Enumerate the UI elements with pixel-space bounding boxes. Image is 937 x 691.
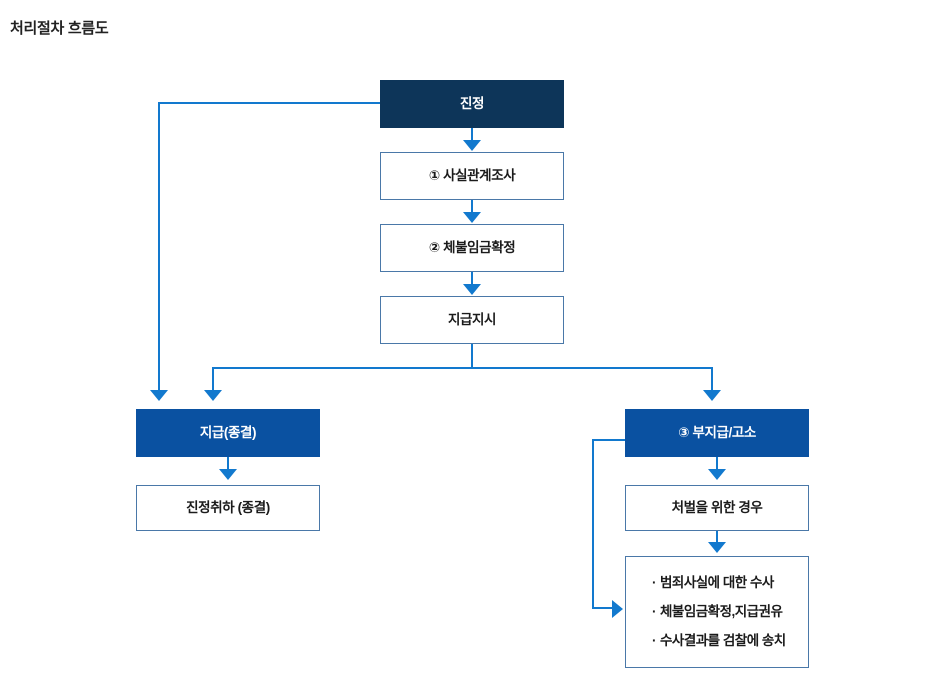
list-item: ·범죄사실에 대한 수사 [652, 575, 808, 591]
connector-jinjeong-loop-horizontal [158, 102, 381, 104]
arrowhead-payment-order [463, 284, 481, 295]
arrowhead-investigation-steps [708, 542, 726, 553]
list-item: ·수사결과를 검찰에 송치 [652, 633, 808, 649]
connector-payment-order-stem [471, 344, 473, 369]
connector-paid-closed-to-withdraw [227, 457, 229, 471]
node-punish-case[interactable]: 처벌을 위한 경우 [625, 485, 809, 531]
arrowhead-investigation-steps-from-nonpay [612, 600, 623, 618]
list-item-label: 범죄사실에 대한 수사 [660, 575, 774, 590]
arrowhead-paid-closed-from-jinjeong [150, 390, 168, 401]
node-paid-closed[interactable]: 지급(종결) [136, 409, 320, 457]
node-withdraw-closed[interactable]: 진정취하 (종결) [136, 485, 320, 531]
bullet-dot: · [652, 575, 657, 590]
arrowhead-paid-closed-from-splitter [204, 390, 222, 401]
connector-jinjeong-to-fact-survey [471, 128, 473, 142]
node-investigation-steps[interactable]: ·범죄사실에 대한 수사 ·체불임금확정,지급권유 ·수사결과를 검찰에 송치 [625, 556, 809, 668]
connector-nonpay-loop-bottom [592, 607, 614, 609]
arrowhead-punish-case [708, 469, 726, 480]
connector-splitter-right-branch [711, 367, 713, 392]
bullet-dot: · [652, 633, 657, 649]
connector-fact-survey-to-wage-confirm [471, 200, 473, 214]
connector-wage-confirm-to-payment-order [471, 272, 473, 286]
connector-nonpay-to-punish-case [716, 457, 718, 471]
node-fact-survey[interactable]: ① 사실관계조사 [380, 152, 564, 200]
arrowhead-wage-confirm [463, 212, 481, 223]
arrowhead-nonpay-accuse-from-splitter [703, 390, 721, 401]
list-item: ·체불임금확정,지급권유 [652, 604, 808, 620]
bullet-dot: · [652, 604, 657, 620]
node-nonpay-accuse[interactable]: ③ 부지급/고소 [625, 409, 809, 457]
arrowhead-fact-survey [463, 140, 481, 151]
node-jinjeong[interactable]: 진정 [380, 80, 564, 128]
connector-splitter-bar [212, 367, 713, 369]
node-payment-order[interactable]: 지급지시 [380, 296, 564, 344]
connector-punish-case-to-steps [716, 530, 718, 544]
connector-nonpay-loop-vertical [592, 439, 594, 609]
page-title: 처리절차 흐름도 [10, 20, 109, 37]
list-item-label: 체불임금확정,지급권유 [660, 604, 783, 620]
arrowhead-withdraw-closed [219, 469, 237, 480]
connector-nonpay-loop-top [592, 439, 626, 441]
list-item-label: 수사결과를 검찰에 송치 [660, 633, 786, 649]
connector-splitter-left-branch [212, 367, 214, 392]
node-wage-confirm[interactable]: ② 체불임금확정 [380, 224, 564, 272]
connector-jinjeong-loop-vertical [158, 102, 160, 392]
